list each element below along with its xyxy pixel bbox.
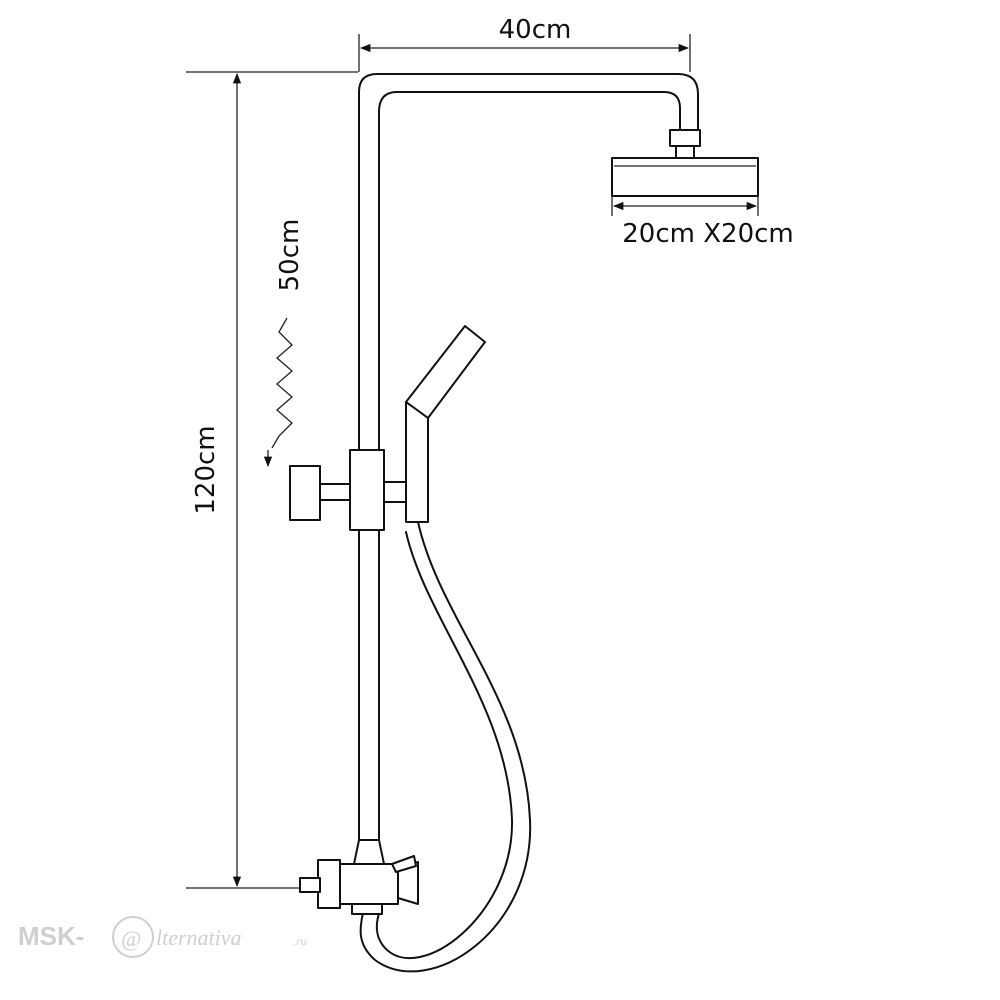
watermark-logo: MSK- @ lternativa .ru — [18, 916, 307, 958]
head-size-dimension: 20cm X20cm — [611, 196, 794, 249]
width-label: 40cm — [499, 15, 572, 45]
head-connector — [669, 129, 701, 147]
head-size-label: 20cm X20cm — [622, 219, 794, 249]
hand-shower — [405, 325, 486, 523]
slide-holder — [289, 449, 411, 531]
watermark-suffix: lternativa — [156, 925, 242, 950]
shower-hose — [359, 521, 532, 973]
watermark-at: @ — [121, 926, 141, 951]
watermark-prefix: MSK- — [18, 921, 84, 951]
width-dimension: 40cm — [358, 15, 691, 72]
slide-dimension: 50cm — [263, 219, 305, 468]
slide-label: 50cm — [275, 219, 305, 292]
diverter-valve — [299, 839, 419, 915]
slide-knob — [289, 465, 321, 521]
rain-shower-head — [611, 129, 759, 197]
riser-pipe — [358, 73, 699, 863]
watermark-tld: .ru — [293, 934, 307, 948]
valve-knob — [299, 877, 321, 893]
height-dimension: 120cm — [186, 71, 358, 889]
valve-body — [337, 863, 399, 905]
head-plate — [611, 157, 759, 197]
slide-bracket — [349, 449, 385, 531]
height-label: 120cm — [191, 425, 221, 514]
